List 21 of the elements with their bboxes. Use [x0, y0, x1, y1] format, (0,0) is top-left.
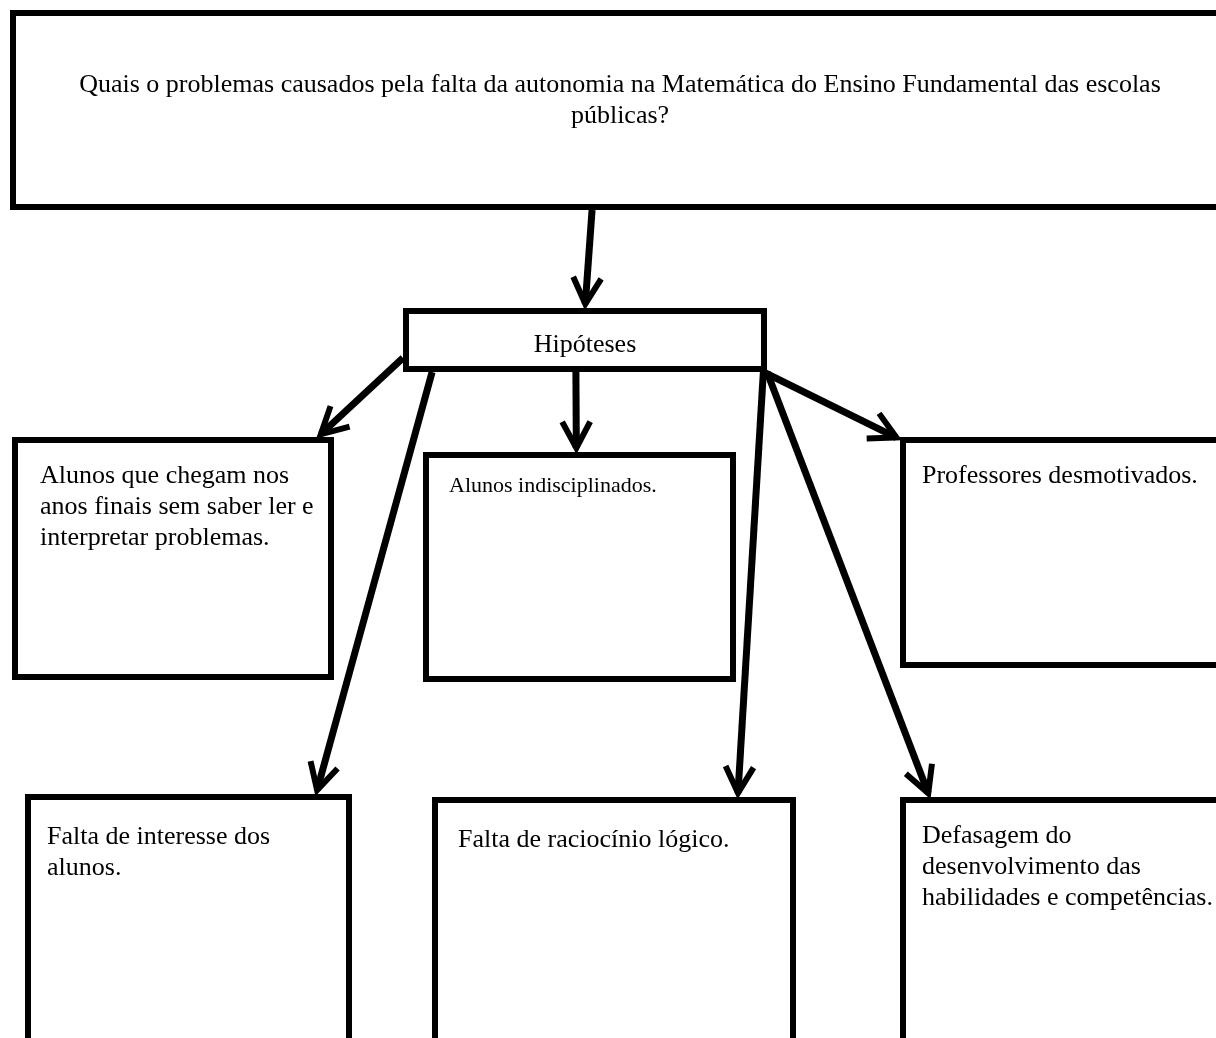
- heading-box: [403, 308, 767, 372]
- question-text: Quais o problemas causados pela falta da autonomia na Matemática do Ensino Fundamental das escolas públicas?: [78, 68, 1162, 131]
- hypothesis-box: [900, 797, 1216, 1038]
- arrow: [722, 371, 767, 796]
- box-text: Defasagem do desenvolvimento das habilidades e competências.: [922, 819, 1214, 913]
- box-text: Hipóteses: [532, 328, 638, 360]
- hypothesis-box: [900, 437, 1216, 668]
- arrow: [307, 371, 436, 794]
- box-text: Falta de raciocínio lógico.: [458, 823, 731, 855]
- box-text: Professores desmotivados.: [922, 459, 1199, 491]
- hypothesis-box: [432, 797, 796, 1038]
- arrow: [559, 371, 594, 451]
- question-box: [10, 10, 1216, 210]
- box-text: Alunos que chegam nos anos finais sem saber ler e interpretar problemas.: [40, 459, 315, 553]
- arrow: [763, 370, 935, 797]
- arrow: [570, 209, 605, 307]
- box-text: Alunos indisciplinados.: [449, 472, 658, 499]
- hypothesis-box: [25, 794, 352, 1038]
- hypothesis-box: [423, 452, 736, 682]
- hypothesis-box: [12, 437, 334, 680]
- box-text: Falta de interesse dos alunos.: [47, 820, 272, 883]
